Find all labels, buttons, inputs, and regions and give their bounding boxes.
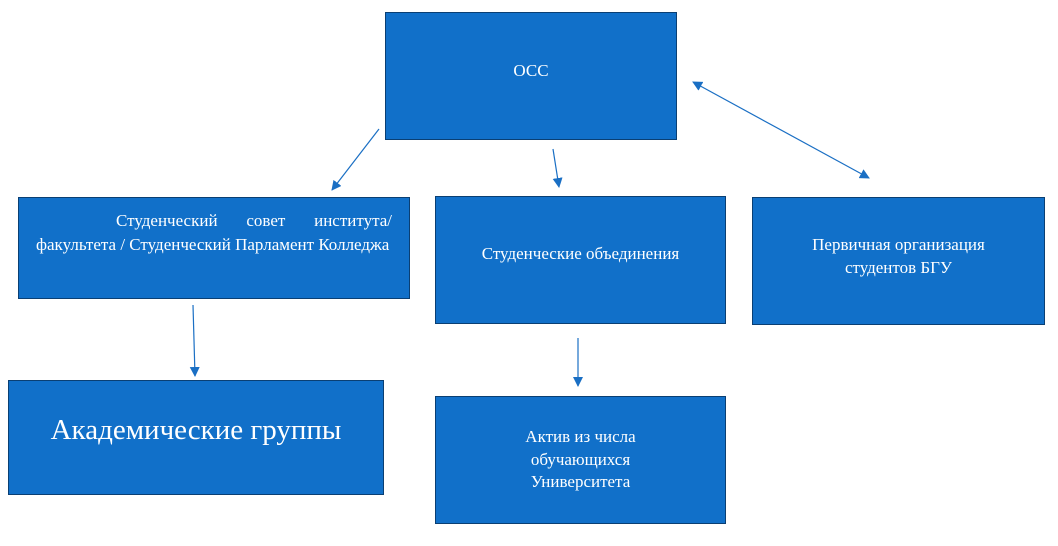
node-academic-groups: Академические группы	[8, 380, 384, 495]
arrow-occ-to-associations	[552, 148, 563, 188]
arrow-council-to-groups	[189, 304, 200, 377]
node-student-council-label: Студенческий совет института/ факультета…	[36, 211, 392, 254]
arrow-occ-primary-bidirectional	[692, 81, 870, 179]
node-student-council: Студенческий совет института/ факультета…	[18, 197, 410, 299]
node-occ-label: ОСС	[513, 60, 549, 80]
node-student-associations: Студенческие объединения	[435, 196, 726, 324]
arrow-occ-to-council	[331, 128, 380, 191]
node-activists: Актив из числа обучающихся Университета	[435, 396, 726, 524]
node-academic-groups-label: Академические группы	[50, 414, 342, 447]
node-primary-organization-label: Первичная организация студентов БГУ	[812, 234, 985, 277]
node-student-associations-label: Студенческие объединения	[481, 243, 680, 263]
node-primary-organization: Первичная организация студентов БГУ	[752, 197, 1045, 325]
node-occ: ОСС	[385, 12, 677, 140]
node-activists-label: Актив из числа обучающихся Университета	[525, 427, 636, 492]
